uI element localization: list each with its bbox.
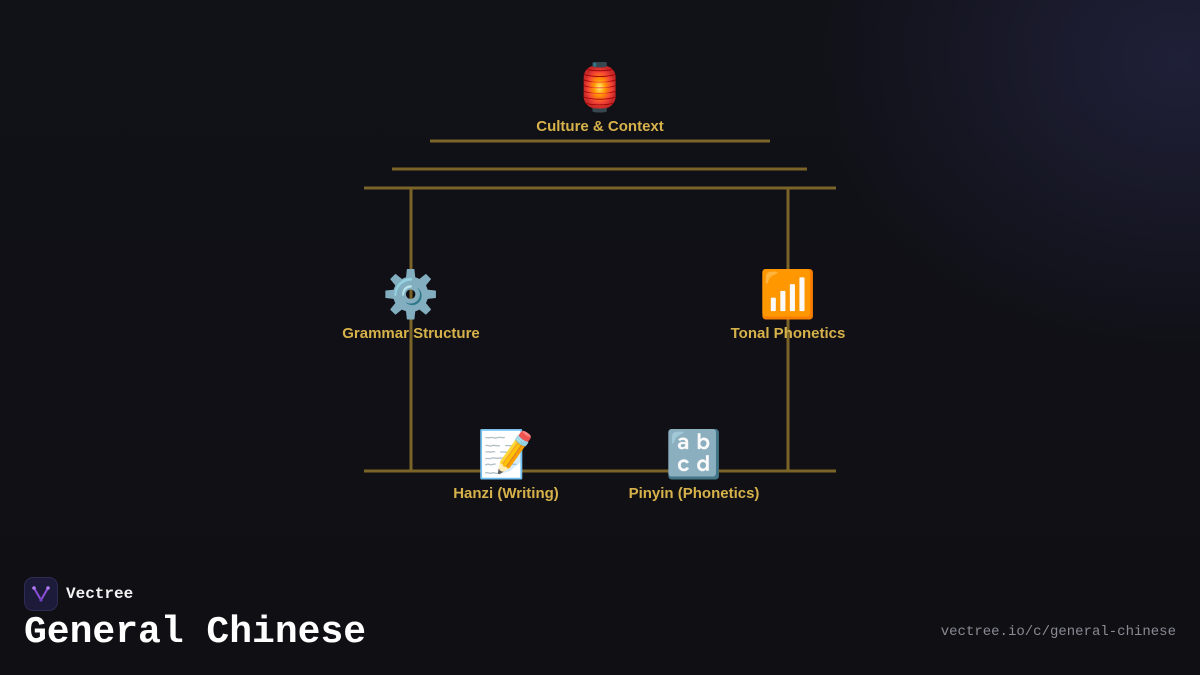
vectree-v-logo-icon <box>32 586 50 602</box>
node-label: Culture & Context <box>536 118 664 135</box>
page-title: General Chinese <box>24 611 367 654</box>
node-label: Pinyin (Phonetics) <box>628 485 760 502</box>
signal-bars-icon: 📶 <box>759 267 817 321</box>
course-url[interactable]: vectree.io/c/general-chinese <box>940 624 1176 640</box>
gear-icon: ⚙️ <box>382 267 440 321</box>
node-label: Tonal Phonetics <box>730 325 846 342</box>
brand-name: Vectree <box>66 585 134 603</box>
memo-icon: 📝 <box>477 427 535 481</box>
abcd-letters-icon: 🔡 <box>665 427 723 481</box>
node-label: Grammar Structure <box>342 325 480 342</box>
vectree-logo-icon <box>24 577 58 611</box>
node-label: Hanzi (Writing) <box>453 485 559 502</box>
red-lantern-icon: 🏮 <box>571 60 629 114</box>
node-pinyin-phonetics[interactable]: 🔡 Pinyin (Phonetics) <box>584 427 804 502</box>
node-culture-context[interactable]: 🏮 Culture & Context <box>490 60 710 135</box>
connector-lines <box>364 139 836 473</box>
brand[interactable]: Vectree <box>24 577 133 611</box>
node-grammar-structure[interactable]: ⚙️ Grammar Structure <box>301 267 521 342</box>
node-hanzi-writing[interactable]: 📝 Hanzi (Writing) <box>396 427 616 502</box>
node-tonal-phonetics[interactable]: 📶 Tonal Phonetics <box>678 267 898 342</box>
